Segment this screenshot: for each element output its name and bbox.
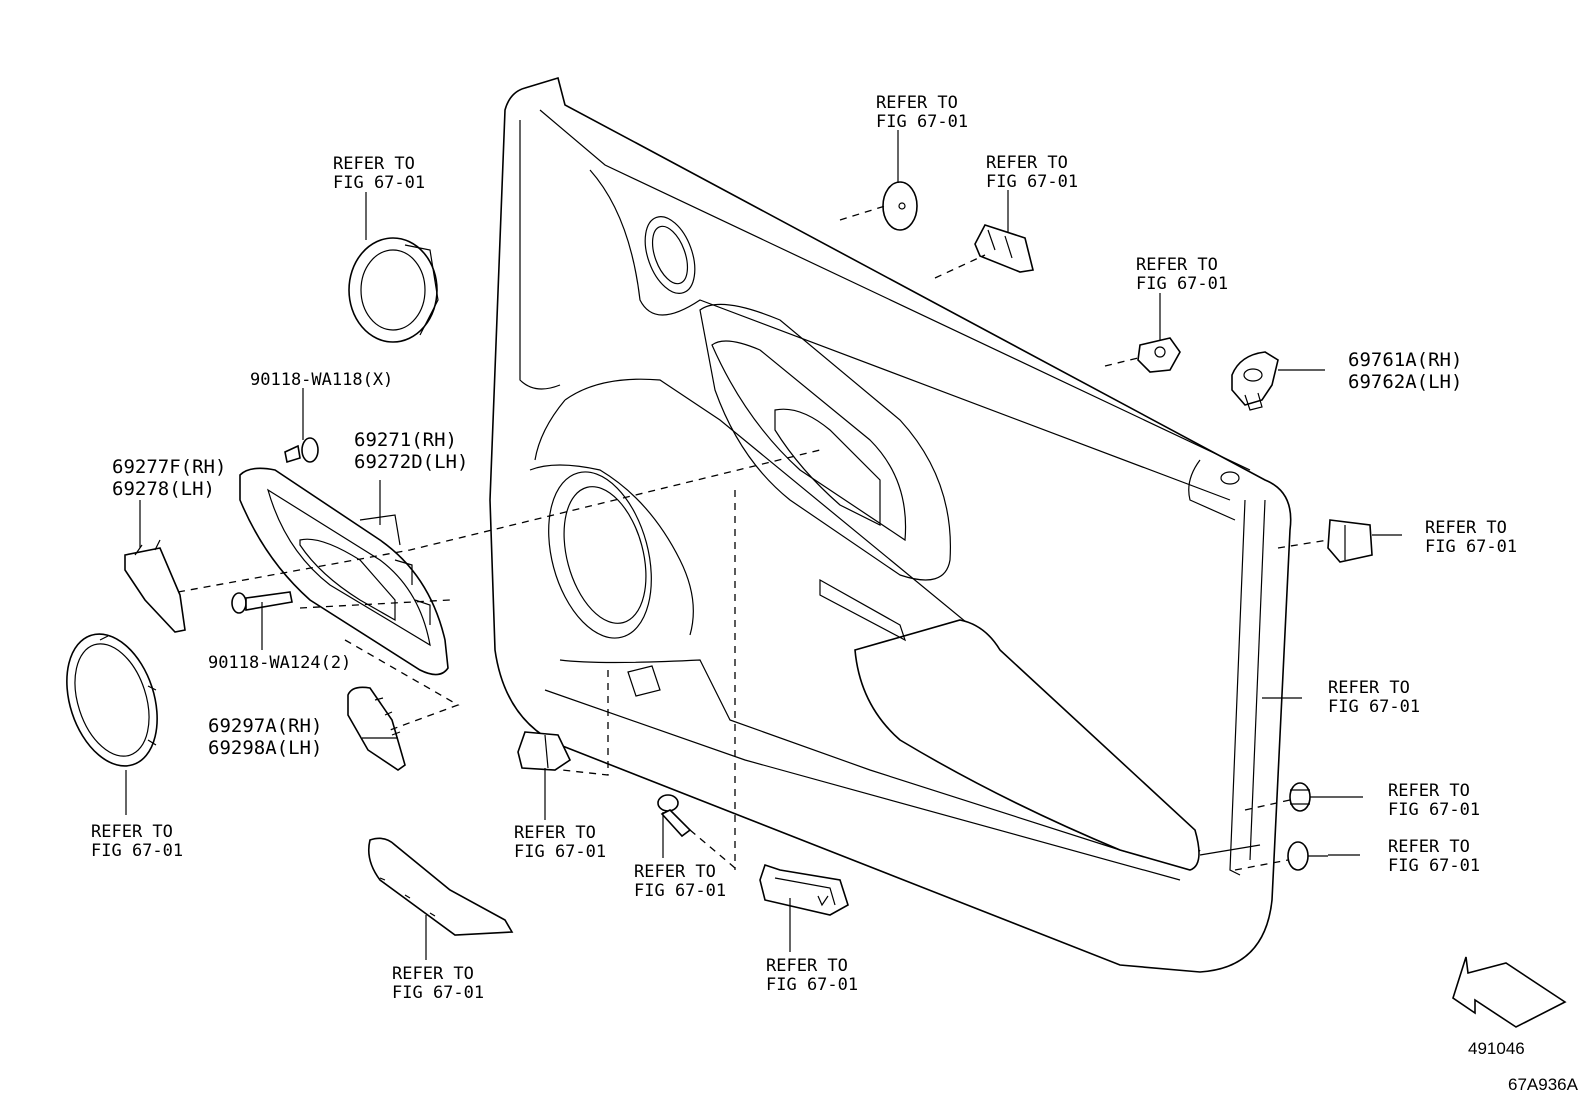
switch-cover <box>347 686 406 771</box>
bolt-small <box>284 437 319 464</box>
leader-lines <box>125 130 1402 960</box>
inside-handle-bezel <box>239 467 449 676</box>
side-clip <box>1327 519 1373 563</box>
part-number-bezel: 69277F(RH)69278(LH) <box>112 456 226 500</box>
screw <box>657 794 692 838</box>
speaker-grille-upper <box>348 237 439 343</box>
trim-cap <box>1231 351 1279 411</box>
part-number-handle: 69271(RH)69272D(LH) <box>354 429 468 473</box>
clip-screw-1 <box>1289 782 1330 812</box>
push-clip <box>1137 337 1181 373</box>
part-number-cap: 69761A(RH)69762A(LH) <box>1348 349 1462 393</box>
guide-lines <box>177 205 1329 871</box>
lower-trim-strip <box>367 837 514 936</box>
front-direction-arrow <box>1452 956 1567 1028</box>
part-number-bolt-small: 90118-WA118(X) <box>250 370 393 390</box>
bracket-clip <box>974 224 1034 273</box>
clip-disc-top <box>882 181 918 231</box>
pocket-clip <box>517 731 572 771</box>
illustration-code: 491046 <box>1468 1039 1525 1058</box>
lower-bracket <box>759 863 849 916</box>
figure-code: 67A936A <box>1508 1075 1579 1094</box>
bolt-long <box>231 591 293 614</box>
part-number-bolt-long: 90118-WA124(2) <box>208 653 351 673</box>
speaker-grille-lower <box>66 633 158 767</box>
handle-bezel-piece <box>124 539 186 633</box>
clip-screw-2 <box>1287 841 1328 871</box>
part-number-cover: 69297A(RH)69298A(LH) <box>208 715 322 759</box>
door-trim-panel <box>489 76 1292 973</box>
